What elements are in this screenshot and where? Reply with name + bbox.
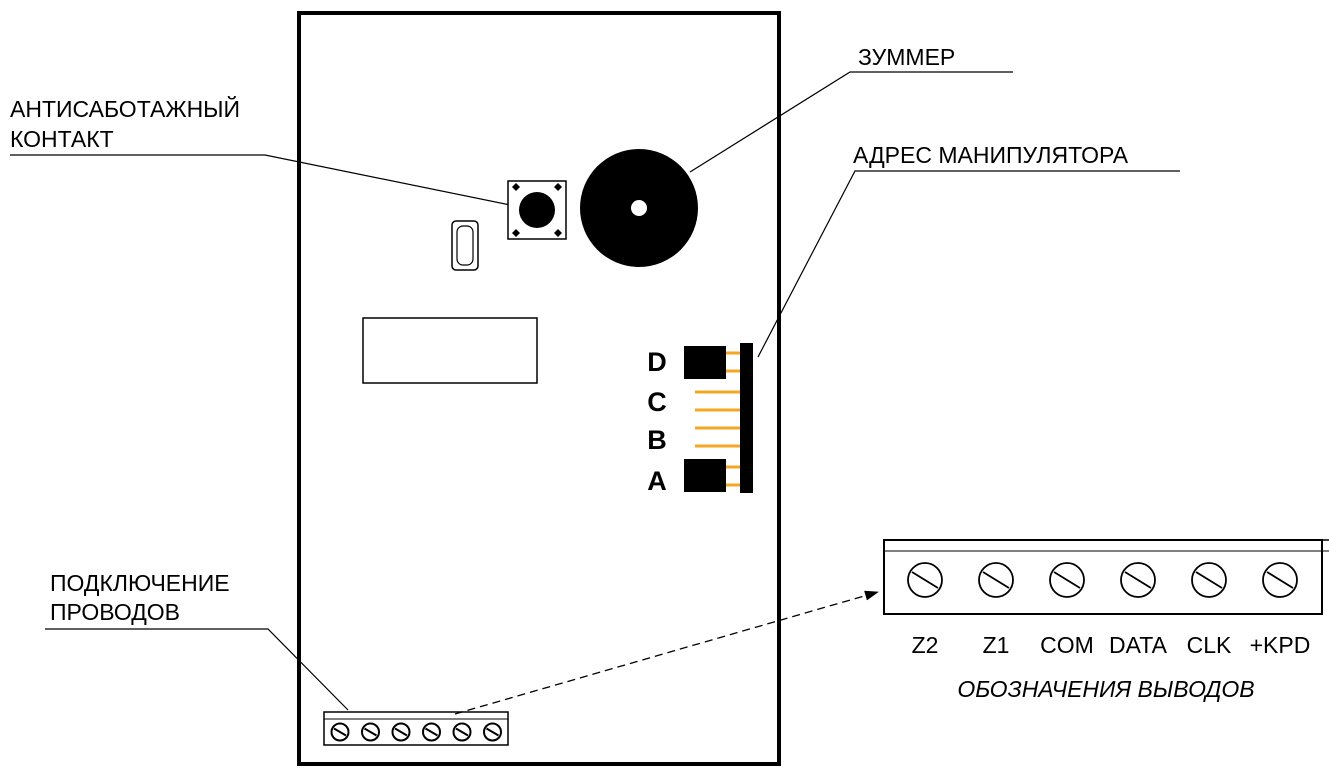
jumper-label-d: D xyxy=(647,347,667,377)
terminal-label-z2: Z2 xyxy=(912,632,939,658)
jumper-cap-a xyxy=(684,459,726,492)
small-screw-com xyxy=(391,722,411,742)
address-jumper-block: D C B A xyxy=(647,343,753,496)
tamper-label-line2: КОНТАКТ xyxy=(10,126,114,152)
tamper-switch xyxy=(507,180,567,240)
small-screw-clk xyxy=(452,722,472,742)
small-screw-z2 xyxy=(330,722,350,742)
wires-label-line2: ПРОВОДОВ xyxy=(50,599,180,625)
address-label: АДРЕС МАНИПУЛЯТОРА xyxy=(853,142,1129,168)
small-screw-data xyxy=(422,722,441,742)
terminal-screw-z2 xyxy=(907,562,943,598)
small-screw-z1 xyxy=(361,722,380,742)
crystal-component xyxy=(451,220,479,271)
terminal-screw-z1 xyxy=(978,562,1014,598)
buzzer xyxy=(580,149,698,267)
buzzer-label: ЗУММЕР xyxy=(858,44,955,70)
small-terminal-block xyxy=(323,711,509,746)
display-window xyxy=(362,317,538,384)
tamper-label-line1: АНТИСАБОТАЖНЫЙ xyxy=(10,95,240,122)
terminal-label-com: COM xyxy=(1040,632,1094,658)
connector-arrow xyxy=(454,590,879,715)
jumper-label-b: B xyxy=(647,425,667,455)
terminal-screw-clk xyxy=(1191,562,1227,598)
terminal-screw-data xyxy=(1120,562,1156,598)
terminal-caption: ОБОЗНАЧЕНИЯ ВЫВОДОВ xyxy=(957,676,1254,702)
buzzer-leader-line xyxy=(689,71,1013,173)
wires-label-line1: ПОДКЛЮЧЕНИЕ xyxy=(50,570,230,596)
jumper-label-c: C xyxy=(647,387,667,417)
terminal-screw-com xyxy=(1049,562,1085,598)
terminal-label-plus-kpd: +KPD xyxy=(1250,632,1311,658)
jumper-label-a: A xyxy=(647,466,667,496)
wires-leader-line xyxy=(45,628,349,711)
terminal-screw-plus-kpd xyxy=(1262,562,1298,598)
board-outline xyxy=(297,11,781,766)
small-screw-plus-kpd xyxy=(483,722,502,742)
tamper-leader-line xyxy=(10,154,521,208)
pin-header xyxy=(740,343,753,493)
terminal-label-z1: Z1 xyxy=(983,632,1010,658)
jumper-cap-d xyxy=(684,346,726,379)
terminal-label-data: DATA xyxy=(1109,632,1168,658)
terminal-label-clk: CLK xyxy=(1187,632,1232,658)
terminal-block-detail xyxy=(883,539,1329,615)
terminal-labels: Z2 Z1 COM DATA CLK +KPD xyxy=(912,632,1311,658)
address-leader-line xyxy=(757,170,1180,358)
